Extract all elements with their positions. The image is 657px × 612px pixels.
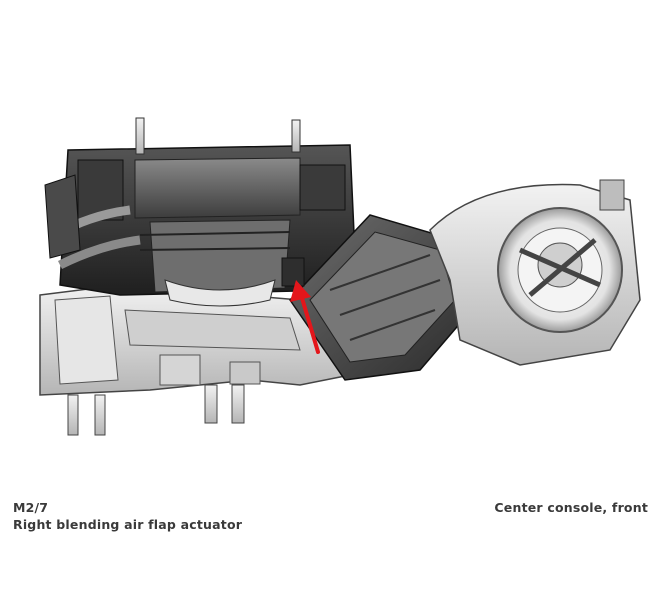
heater-core-housing xyxy=(59,144,356,307)
component-location: Center console, front xyxy=(494,500,648,515)
blower-housing xyxy=(429,179,641,366)
lower-housing xyxy=(39,284,352,396)
coolant-connectors xyxy=(67,384,245,436)
hvac-unit-illustration xyxy=(39,117,641,436)
air-duct xyxy=(289,214,481,381)
mounting-studs xyxy=(135,117,301,155)
component-name: Right blending air flap actuator xyxy=(13,517,243,532)
actuator-m2-7-location xyxy=(281,257,305,287)
pointer-arrow xyxy=(290,280,320,354)
component-code: M2/7 xyxy=(13,500,49,515)
coolant-pipes xyxy=(44,174,141,270)
